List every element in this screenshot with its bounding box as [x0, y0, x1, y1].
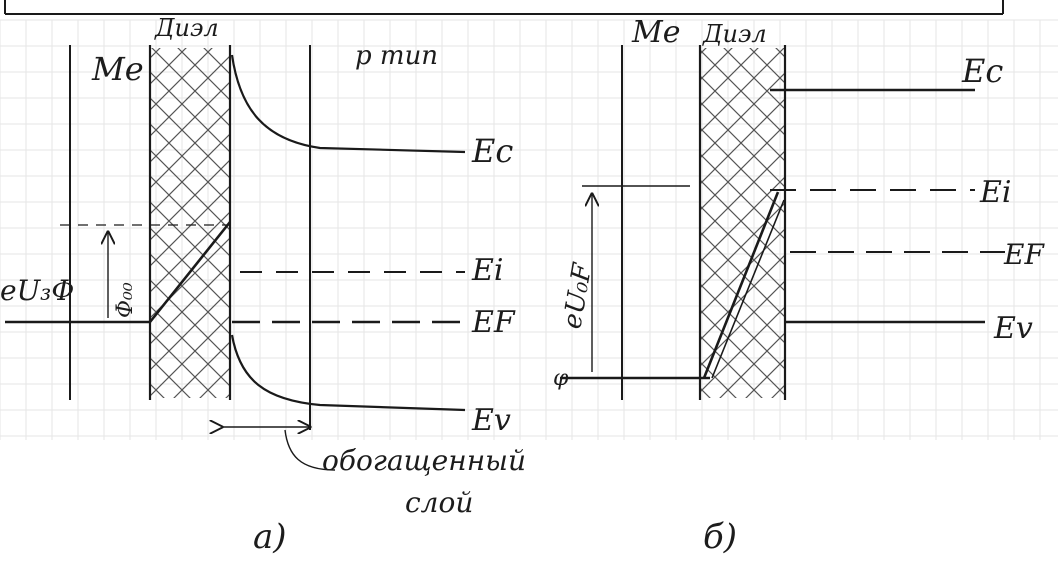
panel-b-barrier-slope-1 — [702, 191, 780, 379]
panel-a-metal-label: Ме — [91, 50, 144, 88]
panel-b-dielectric-label: Диэл — [702, 20, 767, 48]
panel-a-caption: а) — [253, 517, 287, 557]
panel-a-leader-line — [284, 429, 336, 471]
panel-b-barrier-slope-2 — [711, 199, 785, 379]
panel-a-region-label-2: слой — [405, 486, 473, 519]
panel-a-barrier-slope — [148, 221, 232, 323]
panel-a-ec-curve — [230, 54, 466, 154]
panel-a-potential-label: eU₃Φ — [0, 274, 74, 307]
panel-a-ev-label: Ev — [471, 403, 511, 438]
panel-b-origin-label: φ — [553, 366, 569, 391]
panel-a: Ме Диэл р тип Ec Ei EF Ev Φ₀₀ eU₃Φ обога… — [0, 14, 526, 557]
panel-b-caption: б) — [703, 517, 737, 557]
panel-a-ei-label: Ei — [471, 253, 504, 288]
panel-b-ev-label: Ev — [993, 311, 1033, 346]
panel-a-semiconductor-label: р тип — [355, 41, 438, 71]
panel-b-metal-label: Ме — [631, 15, 680, 50]
panel-b-ei-label: Ei — [979, 175, 1012, 210]
panel-a-dielectric-block — [150, 48, 230, 398]
panel-b: Ме Диэл Ec Ei EF Ev eU₀F φ б) — [553, 15, 1045, 557]
panel-a-barrier-label: Φ₀₀ — [113, 282, 138, 318]
panel-a-ev-curve — [230, 334, 466, 412]
panel-a-dielectric-label: Диэл — [154, 14, 219, 42]
panel-a-ec-label: Ec — [471, 132, 513, 170]
panel-a-ef-label: EF — [471, 305, 516, 340]
panel-b-ec-label: Ec — [961, 52, 1003, 90]
panel-b-ef-label: EF — [1003, 238, 1045, 271]
panel-a-region-label-1: обогащенный — [322, 444, 526, 477]
panel-b-dielectric-block — [700, 48, 785, 398]
